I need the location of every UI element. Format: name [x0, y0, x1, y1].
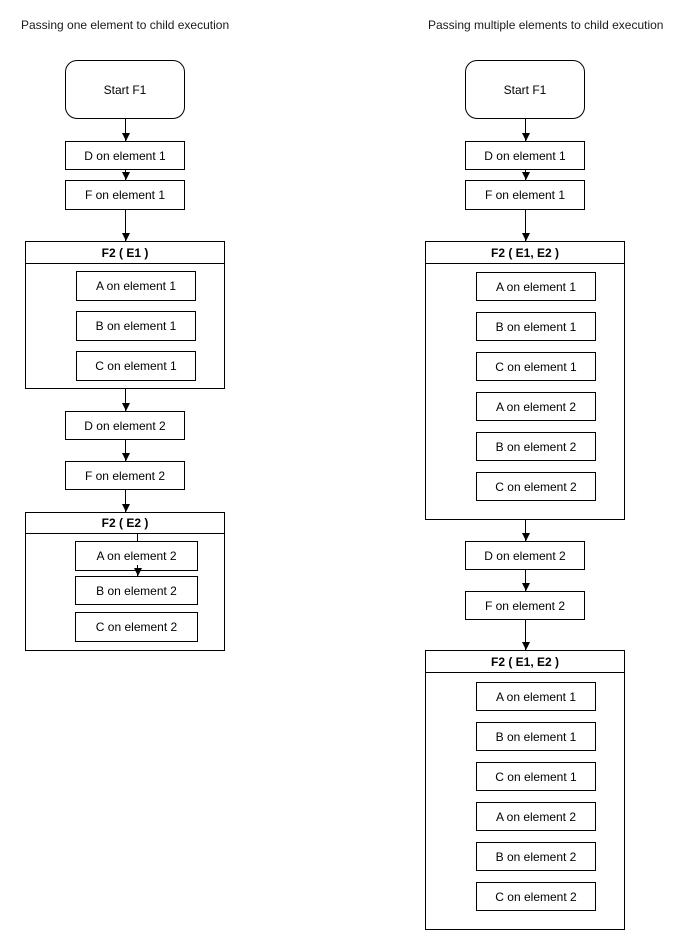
step-f-element-1: F on element 1	[465, 180, 585, 210]
connector-arrow	[125, 389, 126, 411]
connector-arrow	[525, 520, 526, 541]
group-item: B on element 1	[476, 722, 596, 751]
connector-arrow	[125, 440, 126, 461]
group-item: C on element 1	[76, 351, 196, 381]
group-item: C on element 2	[476, 882, 596, 911]
group-item: A on element 1	[476, 272, 596, 301]
group-item: A on element 2	[476, 802, 596, 831]
group-item: C on element 2	[476, 472, 596, 501]
group-item: C on element 2	[75, 612, 198, 642]
connector-arrow	[125, 490, 126, 512]
group-f2-e1-e2-first: F2 ( E1, E2 ) A on element 1 B on elemen…	[425, 241, 625, 520]
group-header: F2 ( E1 )	[26, 242, 224, 264]
step-f-element-2: F on element 2	[465, 591, 585, 620]
connector-arrow	[525, 570, 526, 591]
connector-arrow	[525, 620, 526, 650]
group-item: B on element 2	[75, 576, 198, 605]
group-item: B on element 1	[476, 312, 596, 341]
step-d-element-1: D on element 1	[65, 141, 185, 170]
group-item: C on element 1	[476, 352, 596, 381]
group-header: F2 ( E1, E2 )	[426, 242, 624, 264]
group-item: A on element 1	[476, 682, 596, 711]
connector-arrow	[525, 119, 526, 141]
group-header: F2 ( E2 )	[26, 513, 224, 534]
group-item: A on element 1	[76, 271, 196, 301]
group-item: B on element 2	[476, 432, 596, 461]
group-item: B on element 1	[76, 311, 196, 341]
start-node: Start F1	[65, 60, 185, 119]
diagram-title-right: Passing multiple elements to child execu…	[428, 18, 664, 32]
connector-line	[137, 534, 138, 541]
step-f-element-2: F on element 2	[65, 461, 185, 490]
group-f2-e2: F2 ( E2 ) A on element 2 B on element 2 …	[25, 512, 225, 651]
group-header: F2 ( E1, E2 )	[426, 651, 624, 673]
connector-arrow	[125, 119, 126, 141]
group-item: A on element 2	[476, 392, 596, 421]
step-d-element-2: D on element 2	[65, 411, 185, 440]
group-item: B on element 2	[476, 842, 596, 871]
step-d-element-1: D on element 1	[465, 141, 585, 170]
group-f2-e1: F2 ( E1 ) A on element 1 B on element 1 …	[25, 241, 225, 389]
connector-arrow	[525, 210, 526, 241]
connector-arrow	[525, 170, 526, 180]
group-item: C on element 1	[476, 762, 596, 791]
connector-arrow	[137, 565, 138, 576]
diagram-title-left: Passing one element to child execution	[21, 18, 230, 32]
connector-arrow	[125, 210, 126, 241]
step-f-element-1: F on element 1	[65, 180, 185, 210]
step-d-element-2: D on element 2	[465, 541, 585, 570]
start-node: Start F1	[465, 60, 585, 119]
connector-arrow	[125, 170, 126, 180]
group-f2-e1-e2-second: F2 ( E1, E2 ) A on element 1 B on elemen…	[425, 650, 625, 930]
